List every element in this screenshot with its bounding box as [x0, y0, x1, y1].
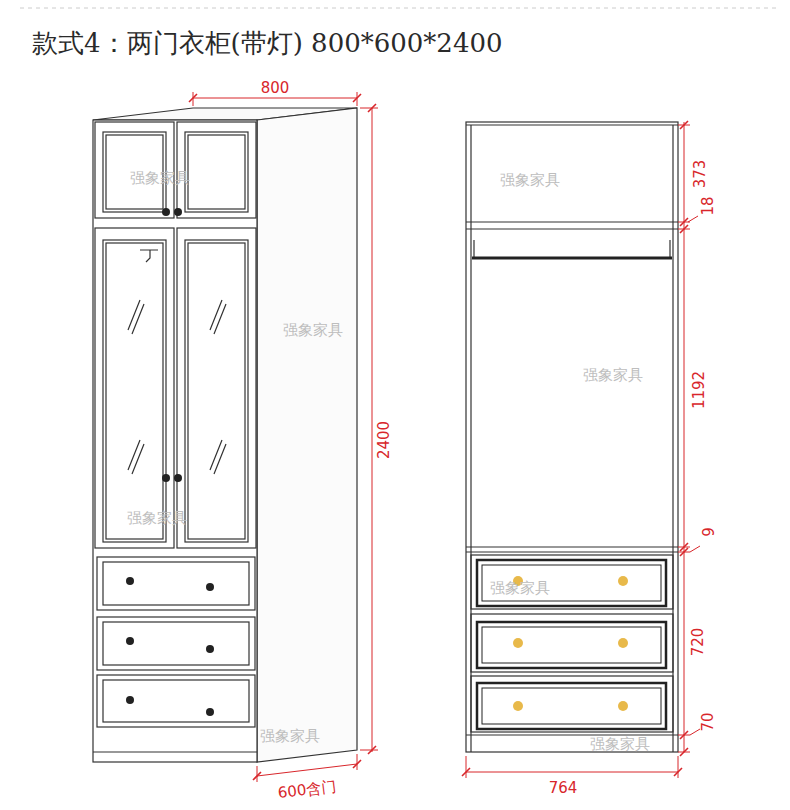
dimension: 1192 — [692, 371, 707, 409]
watermark: 强象家具 — [127, 511, 187, 526]
dimension: 18 — [701, 196, 716, 215]
watermark: 强象家具 — [260, 729, 320, 744]
watermark: 强象家具 — [590, 737, 650, 752]
watermark: 强象家具 — [283, 323, 343, 338]
dimension: 800 — [261, 81, 290, 96]
dimension: 373 — [693, 160, 708, 189]
watermark: 强象家具 — [130, 171, 190, 186]
dimension: 720 — [691, 628, 706, 657]
dimension: 764 — [549, 781, 578, 796]
dimension: 9 — [702, 527, 717, 537]
dimension: 2400 — [377, 421, 392, 459]
watermark: 强象家具 — [583, 368, 643, 383]
drawing-title: 款式4：两门衣柜(带灯) 800*600*2400 — [32, 30, 503, 56]
dimension: 600含门 — [277, 779, 337, 801]
watermark: 强象家具 — [490, 581, 550, 596]
watermark: 强象家具 — [500, 173, 560, 188]
dimension: 70 — [701, 712, 716, 731]
